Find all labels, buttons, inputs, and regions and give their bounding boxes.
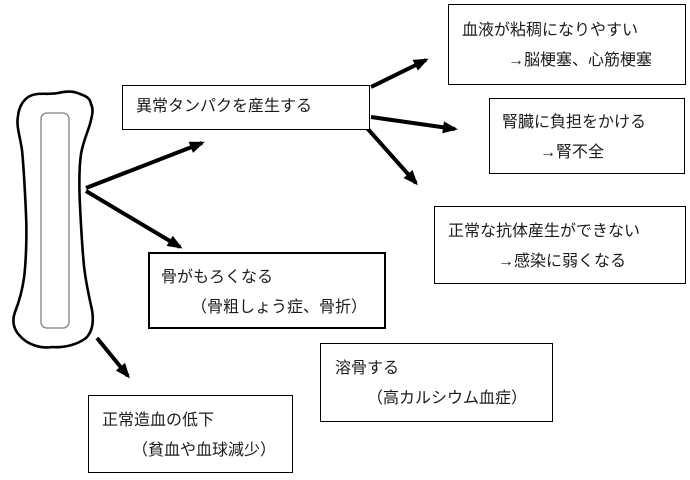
node-osteolysis: 溶骨する （高カルシウム血症） bbox=[320, 343, 553, 422]
bone-marrow-cavity bbox=[40, 112, 70, 329]
arrow-bone-to-hematopoiesis bbox=[95, 336, 130, 379]
node-blood-viscosity: 血液が粘稠になりやすい →脳梗塞、心筋梗塞 bbox=[448, 4, 686, 85]
arrow-protein-to-blood-viscosity bbox=[370, 58, 429, 89]
node-osteolysis-line1: 溶骨する bbox=[335, 360, 400, 377]
node-antibody-failure: 正常な抗体産生ができない →感染に弱くなる bbox=[434, 206, 686, 284]
node-antibody-failure-line1: 正常な抗体産生ができない bbox=[448, 223, 641, 240]
node-kidney-burden-line2: →腎不全 bbox=[540, 144, 605, 161]
node-hematopoiesis-line1: 正常造血の低下 bbox=[102, 412, 215, 429]
node-bone-fragile-line1: 骨がもろくなる bbox=[161, 269, 274, 286]
node-osteolysis-line2: （高カルシウム血症） bbox=[367, 390, 528, 407]
node-blood-viscosity-line2: →脳梗塞、心筋梗塞 bbox=[508, 52, 653, 69]
arrow-protein-to-kidney bbox=[370, 115, 458, 134]
node-blood-viscosity-line1: 血液が粘稠になりやすい bbox=[462, 22, 639, 39]
node-bone-fragile: 骨がもろくなる （骨粗しょう症、骨折） bbox=[148, 252, 386, 329]
node-hematopoiesis-line2: （貧血や血球減少） bbox=[132, 442, 277, 459]
node-abnormal-protein-label: 異常タンパクを産生する bbox=[136, 98, 313, 115]
node-kidney-burden-line1: 腎臓に負担をかける bbox=[502, 114, 647, 131]
node-bone-fragile-line2: （骨粗しょう症、骨折） bbox=[191, 299, 368, 316]
arrow-bone-to-bone-fragile bbox=[84, 189, 183, 249]
node-kidney-burden: 腎臓に負担をかける →腎不全 bbox=[489, 98, 685, 174]
arrow-bone-to-abnormal-protein bbox=[85, 141, 205, 190]
node-hematopoiesis: 正常造血の低下 （貧血や血球減少） bbox=[88, 395, 293, 473]
node-antibody-failure-line2: →感染に弱くなる bbox=[498, 253, 627, 270]
bone-outline bbox=[12, 90, 95, 349]
arrow-protein-to-antibody bbox=[365, 126, 418, 186]
node-abnormal-protein: 異常タンパクを産生する bbox=[122, 85, 370, 130]
bone-icon bbox=[12, 90, 95, 349]
